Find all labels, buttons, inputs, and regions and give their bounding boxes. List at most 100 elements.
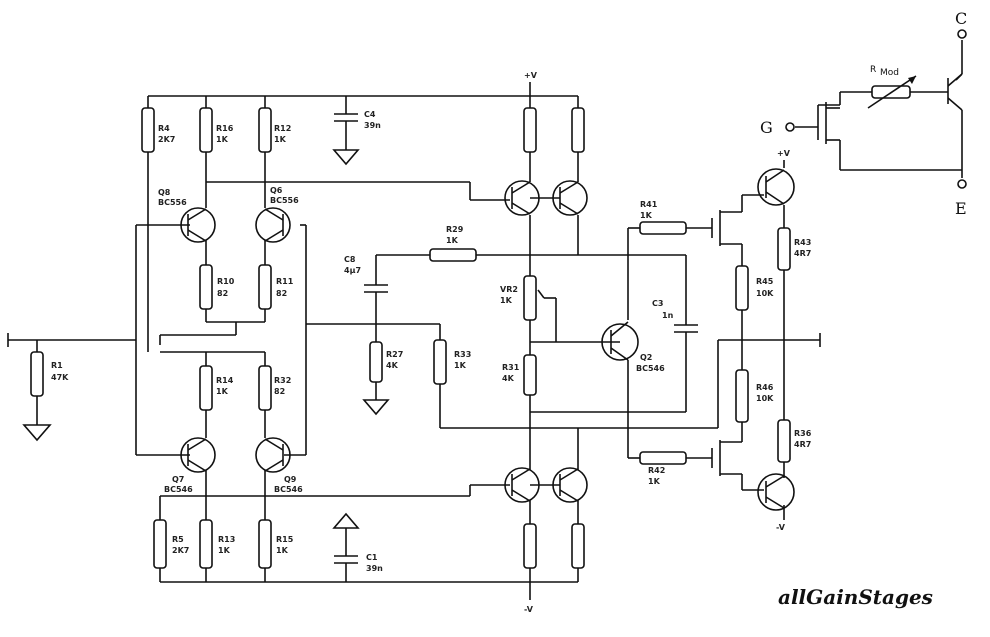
c3-label: C3 — [652, 299, 663, 308]
vr2-label: VR2 — [500, 285, 518, 294]
q7-label: Q7 — [172, 475, 184, 484]
r16-resistor: R16 1K — [199, 107, 234, 153]
r16-value: 1K — [216, 135, 229, 144]
r10-value: 82 — [217, 289, 228, 298]
rmod-symbol: R — [870, 65, 876, 75]
q7-value: BC546 — [164, 485, 193, 494]
r15-value: 1K — [276, 546, 289, 555]
r12-value: 1K — [274, 135, 287, 144]
q6-value: BC556 — [270, 196, 299, 205]
r45-value: 10K — [756, 289, 774, 298]
upper-pair-wiring — [147, 152, 510, 455]
r42-label: R42 — [648, 466, 665, 475]
c8-label: C8 — [344, 255, 356, 264]
r31-value: 4K — [502, 374, 515, 383]
lower-pair-wiring — [147, 345, 578, 583]
r31-label: R31 — [502, 363, 520, 372]
r32-resistor: R32 82 — [258, 365, 291, 411]
r14-label: R14 — [216, 376, 234, 385]
lower-igbt-driver — [711, 422, 764, 491]
top-rail — [147, 82, 579, 114]
c4-value: 39n — [364, 121, 381, 130]
r15-label: R15 — [276, 535, 294, 544]
r41-value: 1K — [640, 211, 653, 220]
lower-current-source-transistors — [504, 467, 588, 503]
r5-label: R5 — [172, 535, 184, 544]
q8-label: Q8 — [158, 188, 171, 197]
r27-label: R27 — [386, 350, 403, 359]
r27-value: 4K — [386, 361, 399, 370]
q7-transistor: Q7 BC546 — [164, 437, 216, 494]
lower-current-source-resistors — [523, 523, 585, 569]
r29-label: R29 — [446, 225, 464, 234]
q9-label: Q9 — [284, 475, 297, 484]
c4-capacitor: C4 39n — [332, 110, 381, 166]
c3-capacitor: C3 1n — [652, 299, 698, 340]
c1-label: C1 — [366, 553, 378, 562]
r11-value: 82 — [276, 289, 287, 298]
r46-value: 10K — [756, 394, 774, 403]
output-wiring — [717, 160, 821, 520]
vminus-bottom-label: -V — [524, 605, 534, 614]
upper-output-transistor: +V — [757, 149, 795, 206]
r46-label: R46 — [756, 383, 774, 392]
emitter-terminal — [957, 179, 967, 189]
c1-capacitor: C1 39n — [332, 512, 383, 582]
q9-value: BC546 — [274, 485, 303, 494]
c8-value: 4µ7 — [344, 266, 361, 275]
r33-label: R33 — [454, 350, 471, 359]
collector-label: C — [955, 9, 967, 28]
c8-capacitor: C8 4µ7 — [344, 255, 388, 342]
r1-resistor: R1 47K — [30, 351, 69, 397]
r32-value: 82 — [274, 387, 285, 396]
rmod-subscript: Mod — [880, 68, 899, 78]
upper-igbt-driver — [711, 194, 764, 266]
r10-label: R10 — [217, 277, 235, 286]
r36-resistor: R36 4R7 — [777, 419, 812, 463]
r5-value: 2K7 — [172, 546, 189, 555]
r11-label: R11 — [276, 277, 294, 286]
r43-value: 4R7 — [794, 249, 811, 258]
r45-label: R45 — [756, 277, 774, 286]
r46-resistor: R46 10K — [735, 369, 774, 423]
r36-value: 4R7 — [794, 440, 811, 449]
r14-value: 1K — [216, 387, 229, 396]
r42-resistor: R42 1K — [639, 451, 712, 486]
r5-resistor: R5 2K7 — [153, 519, 189, 569]
r45-resistor: R45 10K — [735, 265, 774, 311]
lower-output-transistor: -V — [757, 473, 795, 532]
vr2-value: 1K — [500, 296, 513, 305]
r29-value: 1K — [446, 236, 459, 245]
r13-label: R13 — [218, 535, 235, 544]
q8-value: BC556 — [158, 198, 187, 207]
upper-current-source-transistors — [504, 180, 588, 216]
r1-label: R1 — [51, 361, 63, 370]
r4-resistor: R4 2K7 — [141, 107, 175, 153]
r12-resistor: R12 1K — [258, 107, 291, 153]
r42-value: 1K — [648, 477, 661, 486]
r36-label: R36 — [794, 429, 812, 438]
gate-terminal — [785, 122, 795, 132]
r43-resistor: R43 4R7 — [777, 227, 811, 271]
r33-resistor: R33 1K — [433, 324, 718, 429]
upper-current-source-resistors — [523, 107, 585, 153]
r4-value: 2K7 — [158, 135, 175, 144]
r15-resistor: R15 1K — [258, 519, 294, 569]
r12-label: R12 — [274, 124, 291, 133]
vplus-output-label: +V — [777, 149, 791, 158]
gate-label: G — [760, 118, 773, 137]
r29-resistor: R29 1K — [429, 225, 686, 262]
igbt-inset: C E R Mod G — [760, 9, 967, 218]
r41-resistor: R41 1K — [639, 200, 712, 235]
q6-label: Q6 — [270, 186, 283, 195]
q2-transistor: Q2 BC546 — [601, 321, 665, 373]
c3-value: 1n — [662, 311, 674, 320]
vminus-output-label: -V — [776, 523, 786, 532]
q9-transistor: Q9 BC546 — [255, 437, 303, 494]
emitter-label: E — [955, 199, 967, 218]
ground-input — [22, 424, 52, 442]
r43-label: R43 — [794, 238, 811, 247]
r31-resistor: R31 4K — [502, 354, 537, 396]
